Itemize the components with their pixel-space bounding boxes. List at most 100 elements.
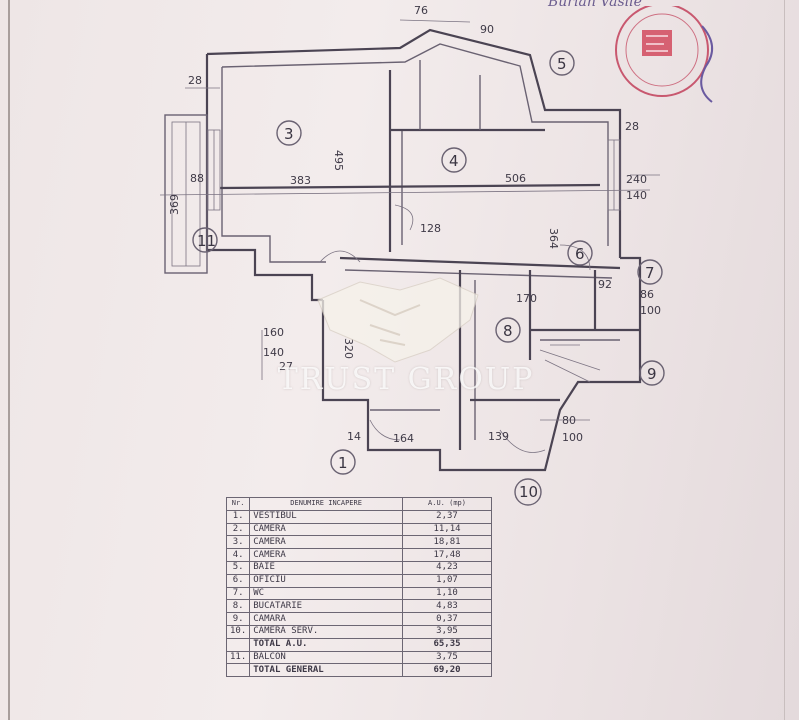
room-marker-1 [330, 449, 356, 475]
dim-label: 160 [263, 326, 284, 339]
dim-label: 128 [420, 222, 441, 235]
dim-label: 100 [562, 431, 583, 444]
dim-label: 364 [547, 228, 560, 249]
signature-text: Burian Vasile [548, 0, 642, 10]
row-name: BAIE [249, 560, 403, 575]
dimension-lines [159, 19, 660, 421]
col-header-area: A.U. (mp) [402, 497, 492, 511]
room-marker-9 [639, 360, 665, 386]
dim-label: 100 [640, 304, 661, 317]
table-row: 2. CAMERA 11,14 [225, 522, 492, 537]
row-area: 11,14 [402, 522, 492, 537]
table-row: 8. BUCATARIE 4,83 [225, 599, 492, 614]
room-number-9: 9 [647, 365, 657, 383]
row-name: CAMARA [249, 612, 403, 626]
window-marks [207, 129, 621, 211]
row-area: 4,23 [402, 560, 492, 575]
row-area: 4,83 [402, 599, 492, 614]
row-area: 2,37 [402, 509, 492, 524]
row-number-empty [225, 637, 251, 652]
dim-label: 369 [168, 194, 181, 215]
table-row: 4. CAMERA 17,48 [225, 548, 492, 562]
total-general-label: TOTAL GENERAL [249, 663, 403, 678]
room-marker-5 [549, 50, 575, 76]
balcon-number: 11. [225, 650, 251, 665]
outer-walls [205, 28, 642, 472]
row-name: CAMERA [249, 535, 403, 550]
dim-label: 139 [488, 430, 509, 443]
table-row: 3. CAMERA 18,81 [225, 535, 492, 550]
room-number-11: 11 [197, 232, 216, 250]
col-header-number: Nr. [225, 497, 251, 511]
dim-label: 140 [263, 346, 284, 359]
room-number-7: 7 [645, 264, 655, 282]
total-au-label: TOTAL A.U. [249, 637, 403, 652]
room-legend: Nr. DENUMIRE INCAPERE A.U. (mp) 1. VESTI… [225, 497, 492, 717]
room-marker-7 [637, 259, 663, 285]
row-number: 1. [225, 509, 251, 524]
dim-label: 506 [505, 172, 526, 185]
row-number: 4. [225, 548, 251, 562]
left-margin-line [8, 0, 10, 720]
row-area: 17,48 [402, 548, 492, 562]
right-margin-line [784, 0, 785, 720]
table-row: 1. VESTIBUL 2,37 [225, 509, 492, 524]
room-number-4: 4 [449, 152, 459, 170]
legend-table: Nr. DENUMIRE INCAPERE A.U. (mp) 1. VESTI… [225, 497, 492, 678]
balcony [164, 114, 208, 274]
row-number: 2. [225, 522, 251, 537]
row-area: 1,07 [402, 573, 492, 588]
room-number-6: 6 [575, 245, 585, 263]
dim-label: 90 [480, 23, 494, 36]
row-number: 8. [225, 599, 251, 614]
room-numbers: 1 3 4 5 6 7 8 9 10 11 [192, 50, 665, 506]
dim-label: 170 [516, 292, 537, 305]
interior-walls [219, 60, 640, 450]
dim-label: 28 [625, 120, 639, 133]
table-row: 7. WC 1,10 [225, 586, 492, 601]
total-au-row: TOTAL A.U. 65,35 [225, 637, 492, 652]
dim-label: 140 [626, 189, 647, 202]
row-area: 18,81 [402, 535, 492, 550]
room-marker-10 [514, 478, 542, 506]
row-name: CAMERA [249, 522, 403, 537]
row-number: 3. [225, 535, 251, 550]
dim-label: 86 [640, 288, 654, 301]
row-number: 9. [225, 612, 251, 626]
official-stamp [615, 6, 713, 103]
watermark-text: TRUST GROUP [277, 362, 535, 397]
dim-label: 14 [347, 430, 361, 443]
table-row: 10. CAMERA SERV. 3,95 [225, 624, 492, 639]
dim-label: 27 [279, 360, 293, 373]
total-au-area: 65,35 [402, 637, 492, 652]
row-area: 1,10 [402, 586, 492, 601]
room-marker-11 [192, 227, 218, 253]
balcon-label: BALCON [249, 650, 403, 665]
dim-label: 240 [626, 173, 647, 186]
dim-label: 164 [393, 432, 414, 445]
row-name: VESTIBUL [249, 509, 403, 524]
room-marker-8 [495, 317, 521, 343]
room-number-1: 1 [338, 454, 348, 472]
dim-label: 88 [190, 172, 204, 185]
row-name: CAMERA [249, 548, 403, 562]
row-number: 10. [225, 624, 251, 639]
room-marker-3 [276, 120, 302, 146]
table-row: 5. BAIE 4,23 [225, 560, 492, 575]
table-row: 6. OFICIU 1,07 [225, 573, 492, 588]
row-number-empty [225, 663, 251, 678]
dim-label: 80 [562, 414, 576, 427]
total-general-row: TOTAL GENERAL 69,20 [225, 663, 492, 678]
row-number: 5. [225, 560, 251, 575]
row-name: OFICIU [249, 573, 403, 588]
table-row: 9. CAMARA 0,37 [225, 612, 492, 626]
total-general-area: 69,20 [402, 663, 492, 678]
row-name: WC [249, 586, 403, 601]
door-arcs [319, 204, 601, 453]
dim-label: 92 [598, 278, 612, 291]
row-name: BUCATARIE [249, 599, 403, 614]
row-name: CAMERA SERV. [249, 624, 403, 639]
dim-label: 383 [290, 174, 311, 187]
balcon-row: 11. BALCON 3,75 [225, 650, 492, 665]
